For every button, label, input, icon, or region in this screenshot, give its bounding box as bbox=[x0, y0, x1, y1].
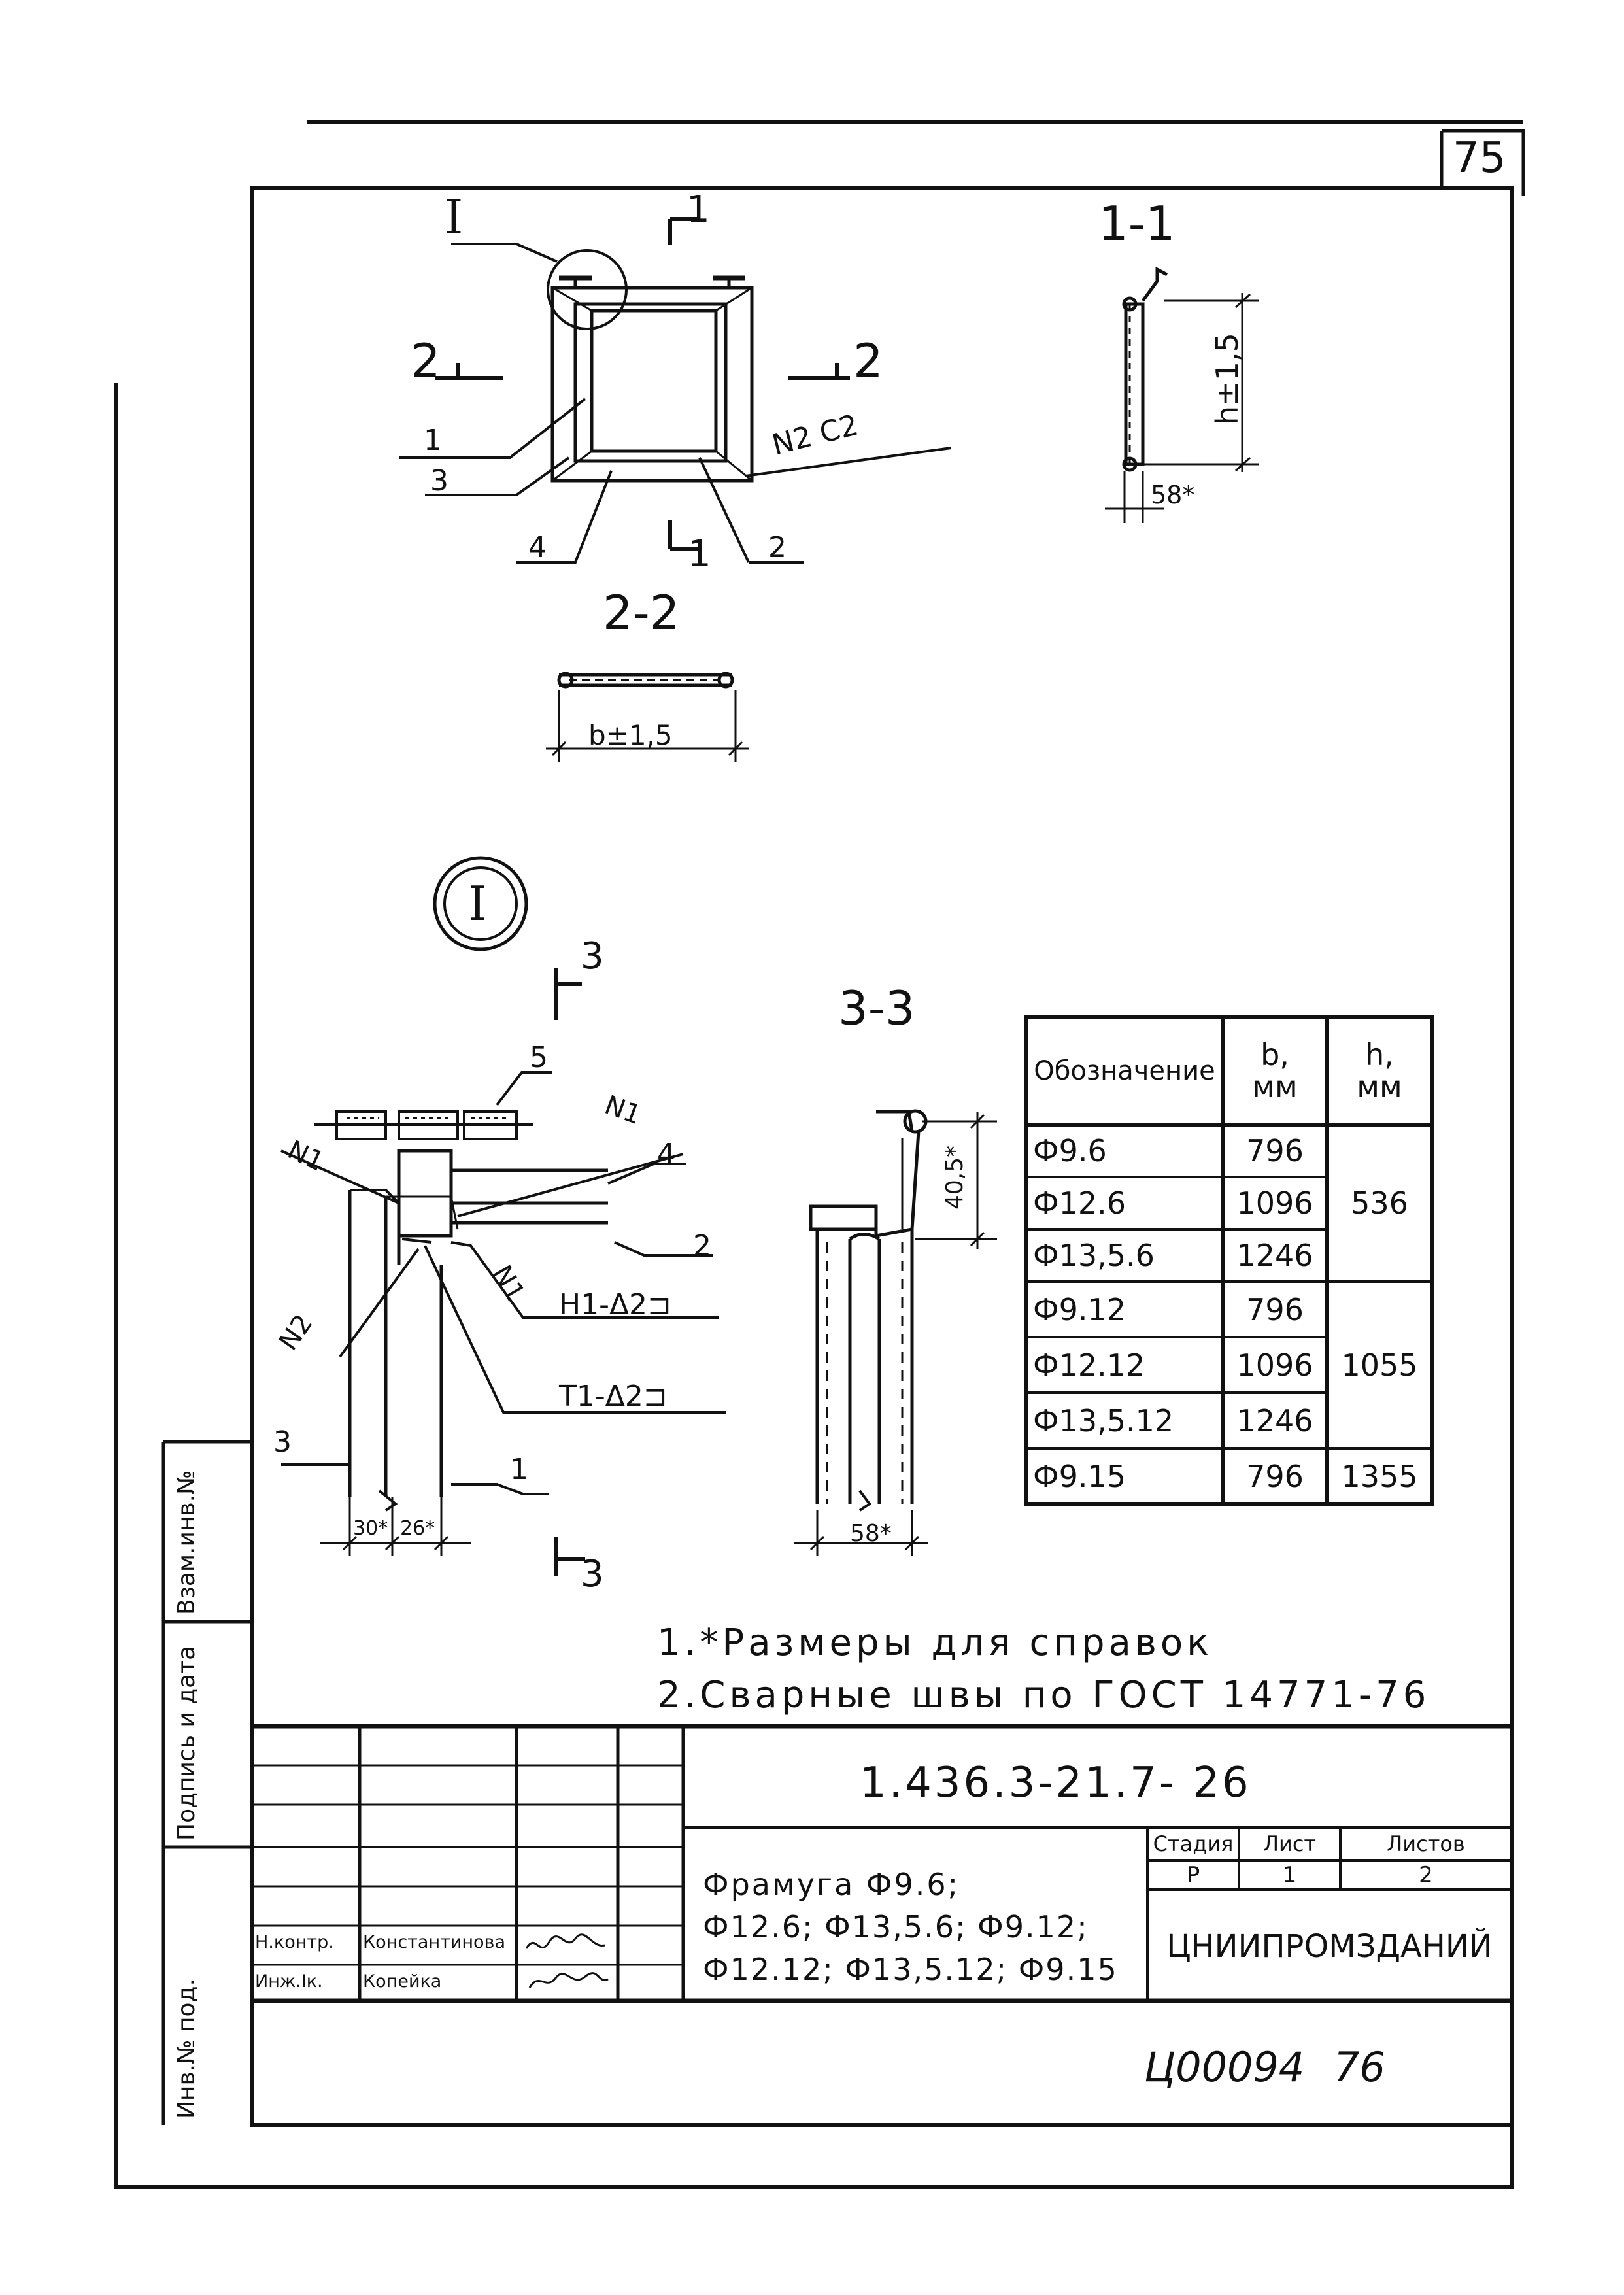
drawing-title-line-2: Ф12.6; Ф13,5.6; Ф9.12; bbox=[703, 1909, 1089, 1945]
table-row: Ф13,5.6 bbox=[1033, 1238, 1155, 1273]
part-callout-2: 2 bbox=[768, 531, 787, 564]
signature-role-1: Н.контр. bbox=[255, 1932, 334, 1952]
section-1-1-view bbox=[1105, 266, 1259, 523]
part-callout-4: 4 bbox=[528, 531, 547, 564]
table-header-b: b,мм bbox=[1252, 1037, 1298, 1104]
sheet-label: Лист bbox=[1262, 1831, 1317, 1856]
node-detail-title: I bbox=[468, 876, 487, 931]
side-stamp-signature-date: Подпись и дата bbox=[173, 1645, 200, 1841]
node-detail-symbol bbox=[433, 856, 528, 951]
dim-40-5: 40,5* bbox=[941, 1145, 968, 1210]
stage-value: Р bbox=[1186, 1862, 1200, 1888]
detail-callout-1: 1 bbox=[510, 1453, 528, 1486]
table-row: Ф12.6 bbox=[1033, 1185, 1126, 1221]
drawing-title-line-3: Ф12.12; Ф13,5.12; Ф9.15 bbox=[703, 1952, 1118, 1987]
page-number-box bbox=[1440, 129, 1525, 196]
sheets-label: Листов bbox=[1387, 1831, 1465, 1856]
page-number: 75 bbox=[1453, 134, 1506, 182]
table-row: Ф9.12 bbox=[1033, 1291, 1126, 1327]
table-row: 1246 bbox=[1236, 1402, 1313, 1438]
section-3-3-view bbox=[794, 1109, 997, 1556]
part-callout-3: 3 bbox=[430, 464, 448, 498]
table-row: 1096 bbox=[1236, 1347, 1313, 1383]
drawing-number: 1.436.3-21.7- 26 bbox=[860, 1759, 1251, 1807]
sheet-value: 1 bbox=[1282, 1862, 1297, 1888]
dim-h: h±1,5 bbox=[1210, 333, 1245, 425]
table-row: Ф9.15 bbox=[1033, 1458, 1126, 1494]
section-2-2-view bbox=[546, 672, 749, 762]
section-3-3-title: 3-3 bbox=[838, 981, 915, 1036]
signature-name-1: Константинова bbox=[363, 1932, 506, 1952]
dim-26: 26* bbox=[400, 1517, 435, 1540]
table-row: 1246 bbox=[1236, 1238, 1313, 1273]
table-h-group-12: 1055 bbox=[1341, 1347, 1418, 1383]
table-row: Ф9.6 bbox=[1033, 1133, 1107, 1168]
table-header-designation: Обозначение bbox=[1034, 1055, 1215, 1086]
binding-margin bbox=[114, 382, 1514, 2189]
section-mark-2-left: 2 bbox=[411, 333, 441, 388]
table-row: 796 bbox=[1246, 1458, 1304, 1494]
table-row: 796 bbox=[1246, 1291, 1304, 1327]
sheets-value: 2 bbox=[1419, 1862, 1433, 1888]
detail-callout-5: 5 bbox=[530, 1041, 548, 1074]
signature-scribbles bbox=[525, 1933, 609, 1988]
node-label: I bbox=[445, 190, 464, 245]
side-stamp-inv-no: Инв.№ под. bbox=[173, 1979, 200, 2118]
main-view bbox=[399, 217, 952, 564]
section-2-2-title: 2-2 bbox=[603, 585, 680, 640]
side-stamp-replaced-inv: Взам.инв.№ bbox=[173, 1470, 200, 1615]
weld-symbol-h1: Н1-Δ2⊐ bbox=[559, 1288, 671, 1321]
spec-table-grid bbox=[1024, 1015, 1434, 1506]
table-row: 796 bbox=[1246, 1133, 1304, 1168]
detail-callout-4: 4 bbox=[657, 1138, 675, 1171]
footer-number: 76 bbox=[1334, 2043, 1385, 2091]
table-row: Ф13,5.12 bbox=[1033, 1402, 1174, 1438]
side-stamp-frame bbox=[161, 1440, 252, 2125]
weld-symbol-t1: Т1-Δ2⊐ bbox=[559, 1380, 668, 1413]
signature-role-2: Инж.Iк. bbox=[255, 1971, 323, 1992]
table-row: Ф12.12 bbox=[1033, 1347, 1145, 1383]
table-row: 1096 bbox=[1236, 1185, 1313, 1221]
section-1-1-title: 1-1 bbox=[1098, 196, 1176, 251]
dim-b: b±1,5 bbox=[588, 719, 673, 751]
node-detail-view bbox=[280, 968, 726, 1576]
section-mark-1-top: 1 bbox=[686, 188, 710, 231]
part-callout-1: 1 bbox=[424, 424, 442, 457]
dim-58-section-1-1: 58* bbox=[1151, 481, 1195, 509]
stage-label: Стадия bbox=[1153, 1831, 1234, 1856]
table-header-h: h,мм bbox=[1357, 1037, 1402, 1104]
section-mark-1-bottom: 1 bbox=[688, 533, 711, 575]
drawing-title-line-1: Фрамуга Ф9.6; bbox=[703, 1867, 960, 1902]
footer-code: Ц00094 bbox=[1144, 2043, 1305, 2091]
detail-callout-3: 3 bbox=[273, 1425, 292, 1459]
note-1: 1.*Размеры для справок bbox=[657, 1622, 1213, 1664]
table-h-group-15: 1355 bbox=[1341, 1458, 1418, 1494]
dim-58-section-3-3: 58* bbox=[850, 1520, 892, 1547]
section-mark-2-right: 2 bbox=[853, 333, 883, 388]
section-mark-3-top: 3 bbox=[581, 935, 604, 978]
section-mark-3-bottom: 3 bbox=[581, 1553, 604, 1595]
note-2: 2.Сварные швы по ГОСТ 14771-76 bbox=[657, 1674, 1430, 1716]
dim-30: 30* bbox=[353, 1517, 388, 1540]
table-h-group-6: 536 bbox=[1351, 1185, 1408, 1221]
title-block-grid bbox=[252, 1724, 1512, 2003]
detail-callout-2: 2 bbox=[693, 1229, 711, 1263]
organization-name: ЦНИИПРОМЗДАНИЙ bbox=[1166, 1928, 1493, 1965]
signature-name-2: Копейка bbox=[363, 1971, 442, 1992]
